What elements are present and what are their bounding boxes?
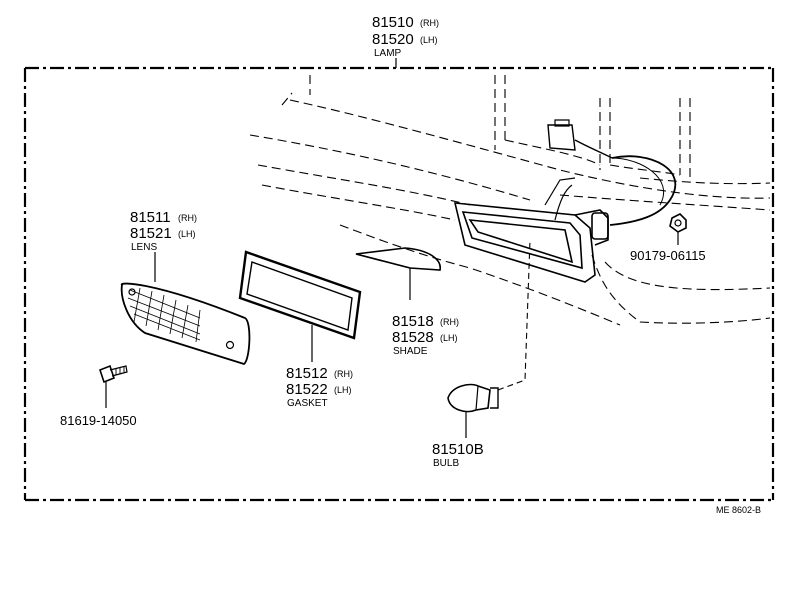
shade-part-number-rh: 81518 [392,313,434,330]
gasket-part-number-rh: 81512 [286,365,328,382]
lens-part-number-lh: 81521 [130,225,172,242]
lens-name: LENS [131,242,157,253]
shade-part [355,247,441,300]
lamp-suffix-rh: (RH) [420,18,439,28]
lamp-suffix-lh: (LH) [420,35,438,45]
bulb-part-number: 81510B [432,441,484,458]
gasket-name: GASKET [287,398,328,409]
gasket-suffix-rh: (RH) [334,369,353,379]
lens-suffix-lh: (LH) [178,229,196,239]
vehicle-body-outline [249,75,771,326]
frame-code: ME 8602-B [716,505,761,515]
gasket-part-number-lh: 81522 [286,381,328,398]
lamp-name: LAMP [374,48,402,59]
lens-label: 81511 (RH) 81521 (LH) LENS [130,209,197,253]
lamp-label: 81510 (RH) 81520 (LH) LAMP [372,14,439,59]
assembly-frame [23,66,775,502]
gasket-suffix-lh: (LH) [334,385,352,395]
bulb-part [447,239,531,438]
shade-label: 81518 (RH) 81528 (LH) SHADE [392,313,459,357]
shade-suffix-rh: (RH) [440,317,459,327]
screw-part-number: 81619-14050 [60,413,137,428]
lamp-part-number-lh: 81520 [372,31,414,48]
lamp-housing [453,177,609,283]
lamp-part-number-rh: 81510 [372,14,414,31]
bulb-label: 81510B BULB [432,441,484,469]
shade-suffix-lh: (LH) [440,333,458,343]
nut-part-number: 90179-06115 [630,248,706,263]
bulb-name: BULB [433,458,459,469]
screw-part [99,364,128,408]
shade-part-number-lh: 81528 [392,329,434,346]
lens-part [120,252,251,365]
gasket-label: 81512 (RH) 81522 (LH) GASKET [286,365,353,409]
nut-part [669,213,687,245]
lens-suffix-rh: (RH) [178,213,197,223]
lens-part-number-rh: 81511 [130,209,171,226]
shade-name: SHADE [393,346,428,357]
wire-harness [547,119,677,226]
gasket-part [238,250,362,362]
